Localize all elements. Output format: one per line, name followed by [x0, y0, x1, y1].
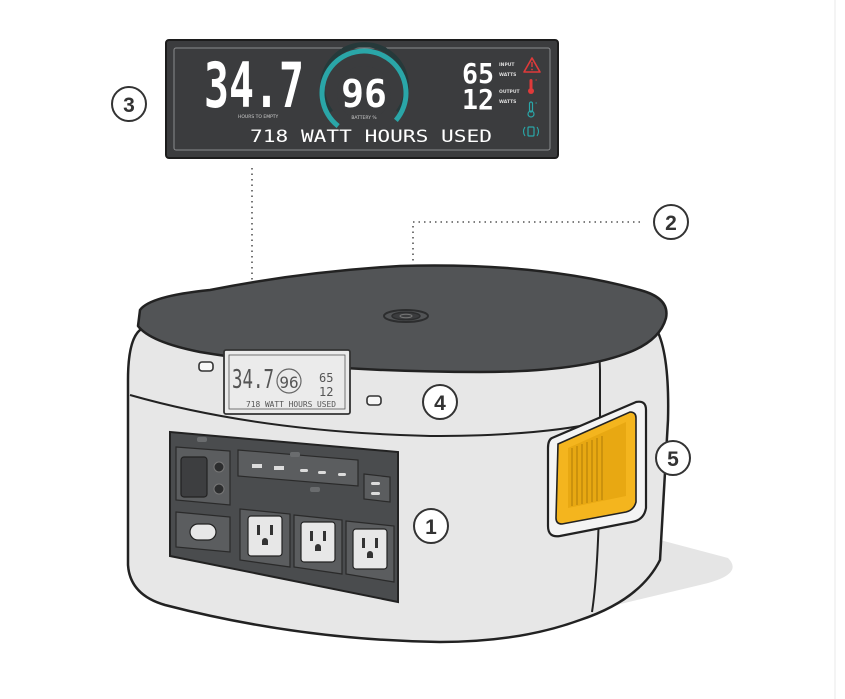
carry-handle[interactable]	[546, 400, 648, 538]
battery-gauge-fill	[319, 48, 409, 129]
ac-outlet-2	[293, 514, 343, 575]
svg-text:65: 65	[319, 371, 333, 385]
output-label: OUTPUT	[499, 89, 521, 95]
ac-outlet-3	[345, 520, 395, 583]
svg-text:4: 4	[434, 392, 446, 415]
right-button[interactable]	[366, 395, 382, 406]
body-lcd: 34.7 96 65 12 718 WATT HOURS USED	[223, 349, 351, 415]
callout-badges: 1 2 3 4 5	[111, 86, 691, 544]
output-watts-label: WATTS	[499, 99, 516, 105]
ac-outlet-1	[239, 508, 291, 568]
svg-text:1: 1	[425, 516, 437, 539]
input-watts-label: WATTS	[499, 72, 516, 78]
cold-thermometer-icon: °	[527, 101, 538, 118]
input-watts-value: 65	[462, 57, 494, 90]
hours-to-empty-value: 34.7	[204, 49, 304, 122]
wireless-charging-pad	[383, 309, 429, 323]
svg-text:°: °	[535, 79, 538, 85]
power-station: 34.7 96 65 12 718 WATT HOURS USED	[126, 264, 670, 644]
callout-5: 5	[655, 440, 691, 476]
svg-text:°: °	[535, 102, 538, 108]
callout-4: 4	[422, 384, 458, 420]
output-watts-value: 12	[462, 83, 494, 116]
svg-text:3: 3	[123, 94, 135, 117]
svg-text:5: 5	[667, 448, 679, 471]
power-button-icon[interactable]	[189, 523, 217, 541]
input-label: INPUT	[499, 62, 515, 68]
callout-2: 2	[653, 204, 689, 240]
svg-text:12: 12	[319, 385, 333, 399]
battery-percent-label: BATTERY %	[351, 115, 377, 121]
battery-gauge: 96 BATTERY %	[319, 42, 409, 129]
watt-hours-used: 718 WATT HOURS USED	[250, 127, 492, 147]
warning-icon	[523, 57, 541, 73]
svg-text:96: 96	[279, 373, 298, 392]
svg-text:718 WATT HOURS USED: 718 WATT HOURS USED	[246, 400, 336, 409]
callout-3: 3	[111, 86, 147, 122]
wireless-charging-icon	[522, 126, 540, 137]
hours-to-empty-label: HOURS TO EMPTY	[238, 114, 279, 120]
lcd-display-zoom: 34.7 HOURS TO EMPTY 96 BATTERY % 65 INPU…	[165, 39, 559, 159]
battery-percent-value: 96	[341, 72, 387, 116]
svg-text:2: 2	[665, 212, 677, 235]
left-button[interactable]	[198, 361, 214, 372]
svg-text:34.7: 34.7	[232, 365, 274, 395]
callout-1: 1	[413, 508, 449, 544]
port-panel	[169, 430, 399, 604]
hot-thermometer-icon: °	[528, 79, 538, 94]
floor-shadow	[470, 540, 733, 640]
